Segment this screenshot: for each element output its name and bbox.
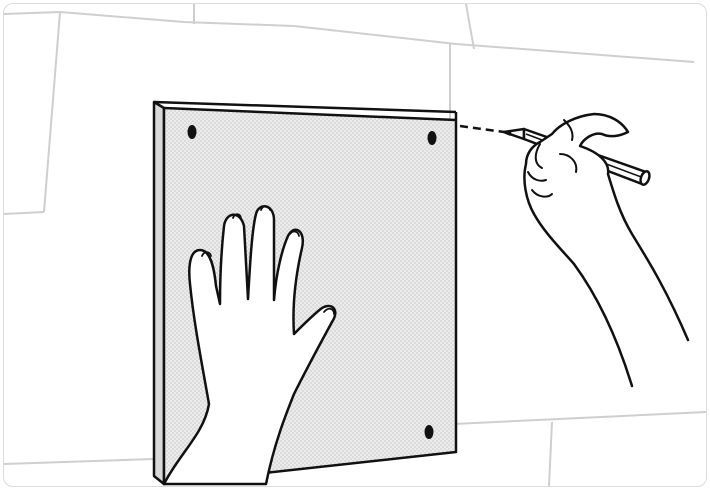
mounting-illustration [4, 4, 706, 486]
mounting-hole-icon [428, 131, 437, 145]
writing-hand-icon [524, 114, 688, 386]
mounting-hole-icon [188, 125, 197, 139]
alignment-dashed-line [460, 126, 504, 132]
illustration-frame [3, 3, 707, 487]
mounting-hole-icon [425, 425, 434, 439]
